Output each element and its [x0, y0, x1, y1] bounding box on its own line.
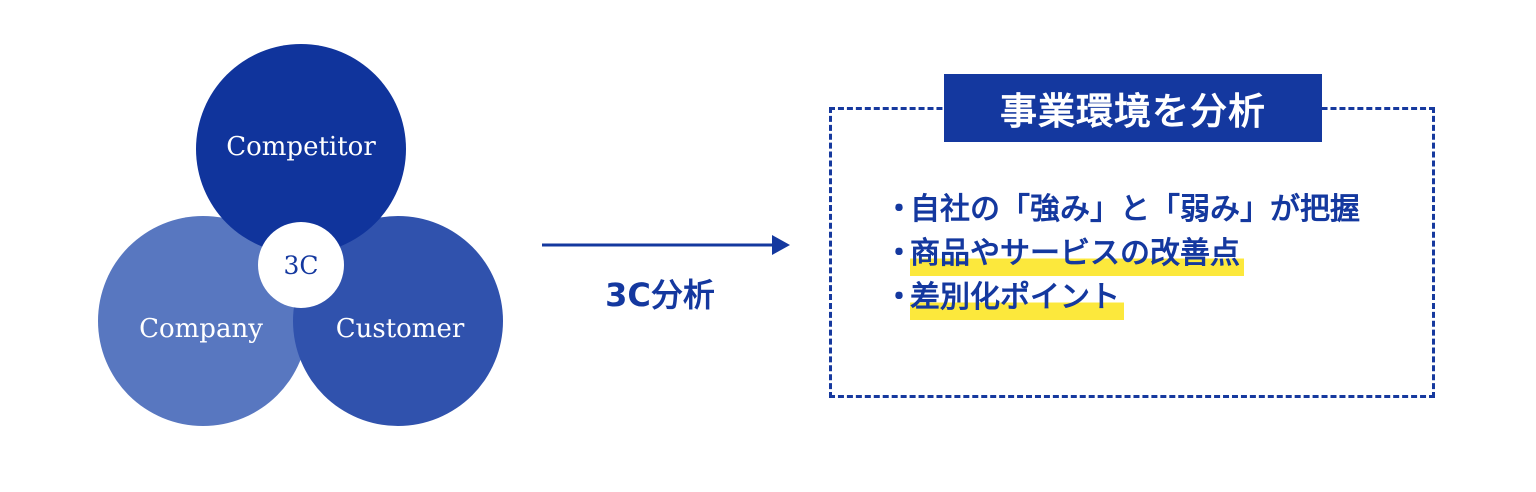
competitor-circle: Competitor	[196, 44, 406, 254]
point-text-highlighted: 商品やサービスの改善点	[910, 232, 1244, 276]
competitor-label: Competitor	[226, 132, 376, 162]
right-arrow-icon	[542, 235, 790, 255]
list-item: ・自社の「強み」と「弱み」が把握	[884, 188, 1360, 232]
center-3c-badge: 3C	[258, 222, 344, 308]
point-text-highlighted: 差別化ポイント	[910, 276, 1124, 320]
company-label: Company	[139, 314, 263, 344]
bullet-marker: ・	[884, 280, 914, 315]
point-list: ・自社の「強み」と「弱み」が把握 ・商品やサービスの改善点 ・差別化ポイント	[884, 188, 1360, 320]
bullet-marker: ・	[884, 236, 914, 271]
arrow-label: 3C分析	[605, 276, 715, 314]
list-item: ・差別化ポイント	[884, 276, 1360, 320]
point-text: 自社の「強み」と「弱み」が把握	[910, 192, 1360, 227]
list-item: ・商品やサービスの改善点	[884, 232, 1360, 276]
panel-title: 事業環境を分析	[944, 74, 1322, 142]
3c-venn-diagram: Company Customer Competitor 3C	[0, 0, 540, 492]
bullet-marker: ・	[884, 192, 914, 227]
customer-label: Customer	[335, 314, 465, 344]
